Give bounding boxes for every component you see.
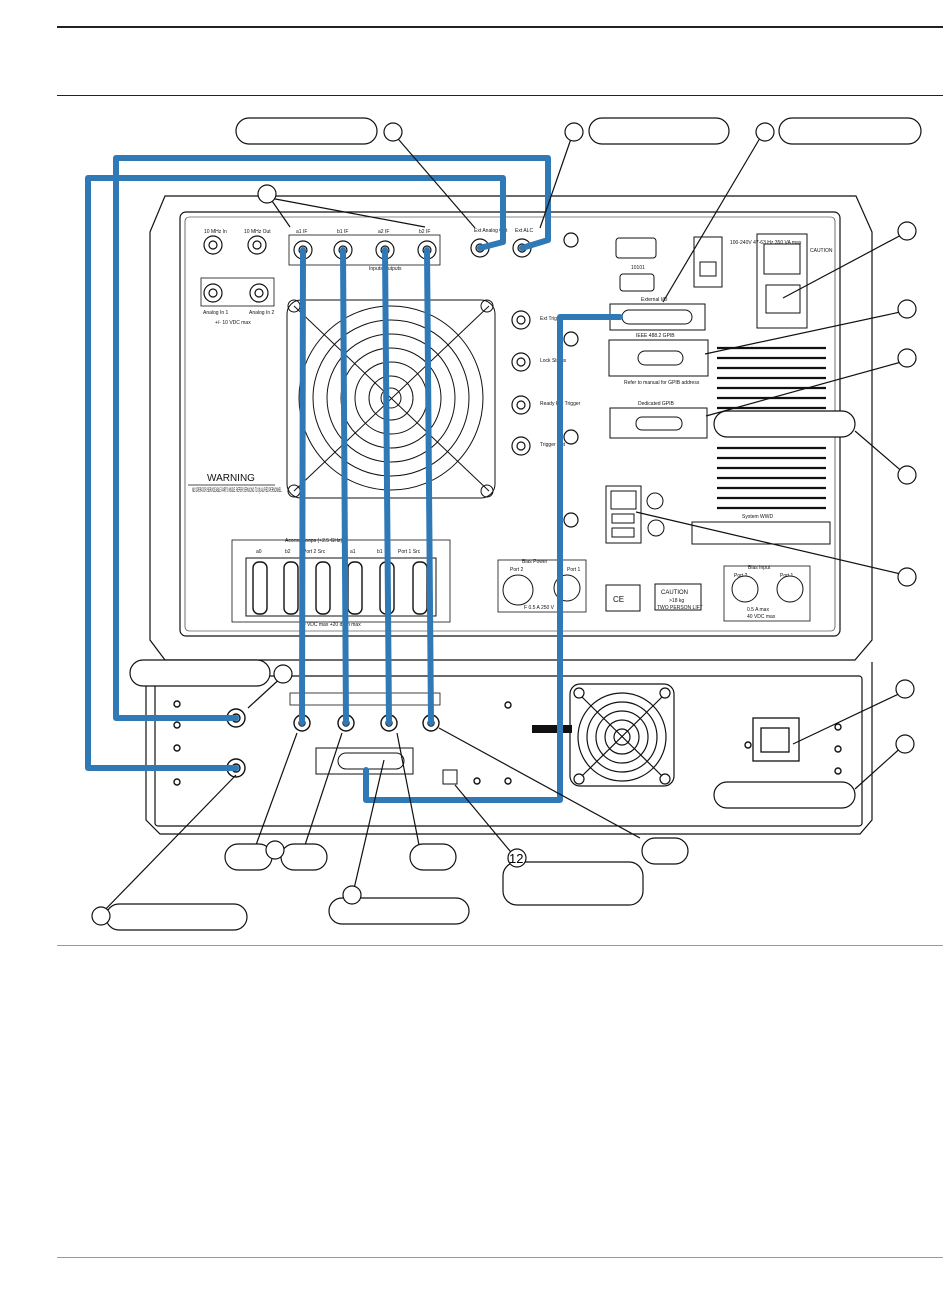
- bias-input-port-1: [776, 575, 804, 603]
- power-rating-label: 100-240V 47-63 Hz 350 VA max: [730, 240, 802, 246]
- warning-text: NO OPERATOR SERVICEABLE PARTS INSIDE. RE…: [192, 488, 282, 494]
- cable-b2-if: [424, 247, 434, 726]
- callout-box-1: [235, 117, 378, 145]
- header-rule: [57, 95, 943, 96]
- callout-box-5: [129, 659, 271, 687]
- callout-box-11: [502, 861, 644, 906]
- callout-box-7: [224, 843, 273, 871]
- cable-a2-if: [382, 247, 392, 726]
- b2-if-label: b2 IF: [419, 229, 430, 235]
- loop-limit-label: 10 VDC max +20 dBm max: [300, 622, 361, 628]
- usb-port-2: [611, 513, 635, 524]
- gpib-label: IEEE 488.2 GPIB: [636, 333, 675, 339]
- callout-boxes: [105, 117, 922, 931]
- loop-b1-label: b1: [377, 549, 383, 555]
- bias-input-limit-2: 40 VDC max: [747, 614, 776, 620]
- callout-number-12: 12: [509, 851, 523, 866]
- top-rule: [57, 26, 943, 28]
- power-caution-label: CAUTION: [810, 248, 833, 254]
- ext-alc-label: Ext ALC: [515, 228, 533, 234]
- b1-if-label: b1 IF: [337, 229, 348, 235]
- callout-box-10: [641, 837, 689, 865]
- lan-port: [610, 490, 637, 510]
- bias-input-port2-label: Port 2: [734, 573, 748, 579]
- serial-port: [619, 273, 655, 292]
- fan-grille: [286, 299, 496, 499]
- bias-input-frame: [723, 565, 811, 622]
- callout-box-13: [105, 903, 248, 931]
- loop-b2-label: b2: [285, 549, 291, 555]
- callout-box-9: [409, 843, 457, 871]
- external-io-label: External I/O: [641, 297, 668, 303]
- ext-analog-out-label: Ext Analog Out: [474, 228, 508, 234]
- system-label: System WWD: [742, 514, 773, 520]
- access-loops-frame: [231, 539, 451, 623]
- callout-circles: [91, 122, 917, 926]
- bias-input-limit-1: 0.5 A max: [747, 607, 769, 613]
- footer-rule: [57, 1257, 943, 1258]
- cable-ext-alc: [85, 175, 506, 771]
- lock-status-label: Lock Status: [540, 358, 567, 364]
- caution-label-box: [654, 583, 702, 611]
- loop-port2-src-label: Port 2 Src: [303, 549, 326, 555]
- cable-b1-if: [340, 247, 349, 726]
- weight-label: >18 kg: [669, 598, 684, 604]
- mouse-port: [646, 492, 664, 510]
- test-set-panel: [154, 675, 863, 827]
- bias-power-port-2: [502, 574, 534, 606]
- bias-power-label: Bias Power: [522, 559, 548, 565]
- gpib-note-label: Refer to manual for GPIB address: [624, 380, 700, 386]
- keyboard-port: [647, 519, 665, 537]
- cable-external-io: [363, 314, 623, 803]
- callout-box-12: [328, 897, 470, 925]
- ext-trigger-label: Ext Trigger: [540, 316, 565, 322]
- bias-input-label: Bias Input: [748, 565, 771, 571]
- warning-title: WARNING: [207, 473, 255, 484]
- serial-label: 10101: [631, 265, 645, 271]
- bias-power-port1-label: Port 1: [567, 567, 581, 573]
- test-set-fan: [569, 683, 675, 787]
- callout-box-6: [713, 781, 856, 809]
- usb-port-3: [611, 527, 635, 538]
- bias-power-frame: [497, 559, 587, 613]
- cable-a1-if: [299, 247, 306, 726]
- callout-box-3: [778, 117, 922, 145]
- analog-in-2-label: Analog In 2: [249, 310, 275, 316]
- analog-limit-label: +/- 10 VDC max: [215, 320, 251, 326]
- loop-port1-src-label: Port 1 Src: [398, 549, 421, 555]
- a1-if-label: a1 IF: [296, 229, 307, 235]
- test-set-chassis: [145, 662, 873, 835]
- dedicated-gpib-label: Dedicated GPIB: [638, 401, 675, 407]
- analog-in-1-label: Analog In 1: [203, 310, 229, 316]
- vga-port: [615, 237, 657, 259]
- callout-box-4: [713, 410, 856, 438]
- caution-label: CAUTION: [661, 590, 688, 596]
- access-loops-label: Access Loops (+2.5 GHz): [285, 538, 342, 544]
- fuse-label: F 0.5 A 250 V: [524, 605, 555, 611]
- callout-box-8: [280, 843, 328, 871]
- callout-box-2: [588, 117, 730, 145]
- loop-a0-label: a0: [256, 549, 262, 555]
- analyzer-chassis: [149, 195, 873, 661]
- test-set-switch: [442, 769, 458, 785]
- cable-harness: [85, 155, 623, 803]
- loop-a1-label: a1: [350, 549, 356, 555]
- trigger-out-label: Trigger Out: [540, 442, 566, 448]
- cable-ext-analog-out: [113, 155, 551, 721]
- lift-label: TWO PERSON LIFT: [657, 605, 703, 611]
- ref-in-label: 10 MHz In: [204, 229, 227, 235]
- ce-mark: CE: [613, 595, 624, 604]
- bias-input-port-2: [731, 575, 759, 603]
- access-loop-jumpers: [252, 561, 428, 615]
- bias-power-port2-label: Port 2: [510, 567, 524, 573]
- a2-if-label: a2 IF: [378, 229, 389, 235]
- caption-rule: [57, 945, 943, 946]
- ref-out-label: 10 MHz Out: [244, 229, 271, 235]
